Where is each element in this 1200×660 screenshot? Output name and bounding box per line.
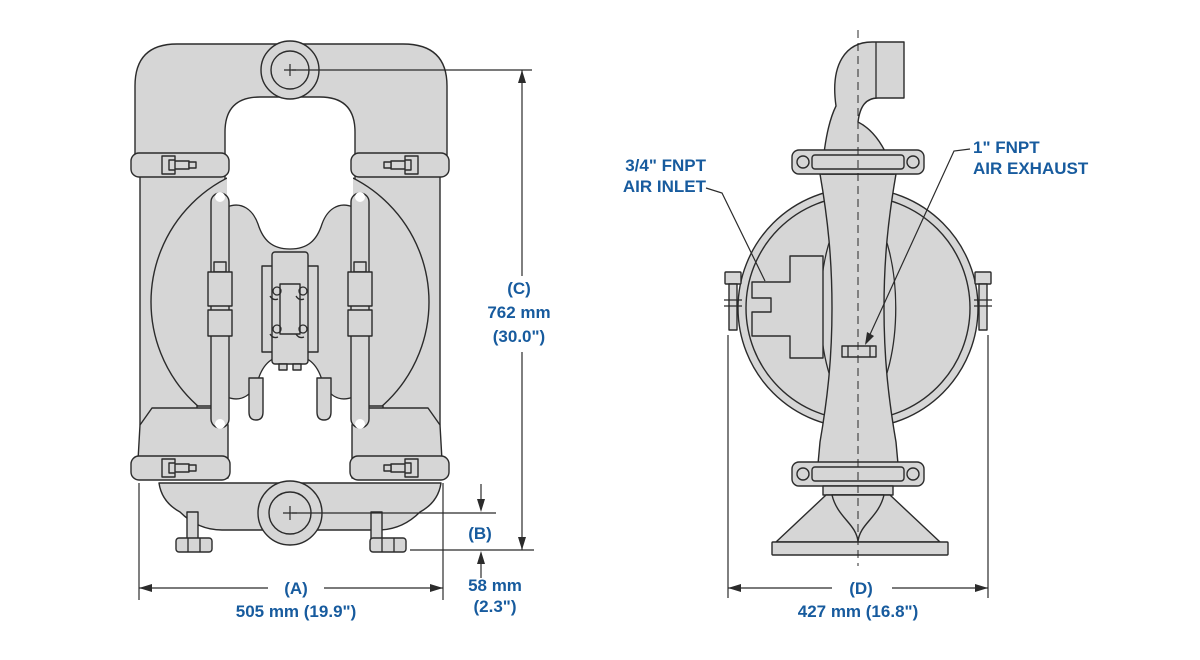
air-inlet-label-line2: AIR INLET: [623, 177, 707, 196]
front-top-port: [260, 40, 320, 100]
dim-a-letter: (A): [284, 579, 308, 598]
air-exhaust-leader-line: [866, 148, 971, 342]
dim-d-value: 427 mm (16.8"): [798, 602, 919, 621]
dim-b-value-in: (2.3"): [473, 597, 516, 616]
side-base: [771, 485, 949, 556]
side-exhaust-plate: [841, 345, 877, 358]
front-bottom-manifold: [158, 480, 442, 553]
dim-b-value-mm: 58 mm: [468, 576, 522, 595]
dim-c-value-mm: 762 mm: [487, 303, 550, 322]
dimension-c: (C) 762 mm (30.0"): [292, 69, 551, 550]
side-air-inlet-port: [751, 255, 824, 359]
front-foot-pad: [175, 537, 213, 553]
front-air-valve-block: [261, 251, 319, 371]
front-clamp-bar-right: [347, 192, 373, 429]
air-exhaust-callout: 1" FNPT AIR EXHAUST: [865, 138, 1089, 345]
air-inlet-callout: 3/4" FNPT AIR INLET: [623, 156, 766, 282]
pump-front-view: [130, 40, 450, 553]
dimension-b: (B) 58 mm (2.3"): [292, 484, 534, 616]
dimension-a: (A) 505 mm (19.9"): [138, 483, 444, 621]
air-inlet-leader-line: [705, 187, 766, 282]
dim-d-letter: (D): [849, 579, 873, 598]
side-top-elbow: [821, 41, 905, 175]
air-exhaust-label-line1: 1" FNPT: [973, 138, 1040, 157]
air-inlet-label-line1: 3/4" FNPT: [625, 156, 706, 175]
side-clamp-bolt-left: [724, 271, 742, 331]
dimension-d: (D) 427 mm (16.8"): [727, 335, 989, 621]
front-foot-pad: [369, 537, 407, 553]
front-chamber-housing: [136, 148, 444, 484]
side-clamp-bolt-right: [974, 271, 992, 331]
pump-side-view: [724, 30, 992, 566]
dim-c-value-in: (30.0"): [493, 327, 545, 346]
air-exhaust-label-line2: AIR EXHAUST: [973, 159, 1089, 178]
front-foot-stem: [186, 511, 199, 541]
side-base-plate: [771, 541, 949, 556]
front-foot-stem: [370, 511, 383, 541]
front-clamp-bands: [130, 152, 450, 481]
front-clamp-bar-left: [207, 192, 233, 429]
dim-b-letter: (B): [468, 524, 492, 543]
dim-a-value: 505 mm (19.9"): [236, 602, 357, 621]
dim-c-letter: (C): [507, 279, 531, 298]
